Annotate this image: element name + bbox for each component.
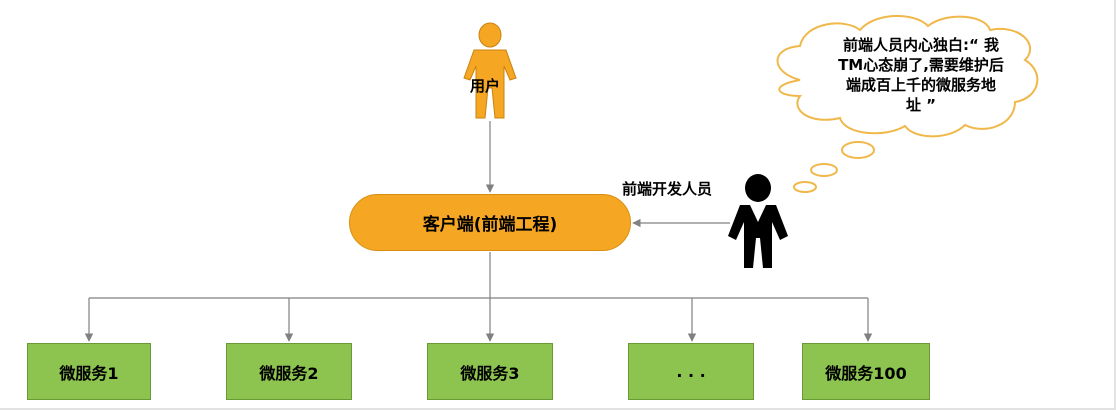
developer-person-icon	[728, 174, 788, 268]
frame-border-bottom	[0, 408, 1116, 410]
thought-line-4: 址 ”	[905, 96, 937, 114]
thought-line-1: 前端人员内心独白:“ 我	[842, 36, 1000, 54]
user-person-icon	[463, 22, 517, 119]
service-node-100: 微服务100	[802, 343, 930, 400]
service-connectors	[84, 252, 873, 342]
service-node-3: 微服务3	[427, 343, 553, 400]
thought-line-2: TM心态崩了,需要维护后	[838, 56, 1004, 74]
user-label: 用户	[470, 77, 501, 95]
service-node-2: 微服务2	[226, 343, 352, 400]
frame-border-right	[1114, 0, 1116, 410]
thought-line-3: 端成百上千的微服务地	[845, 76, 996, 94]
service-node-ellipsis: . . .	[628, 343, 754, 400]
developer-label: 前端开发人员	[622, 180, 713, 198]
client-node: 客户端(前端工程)	[349, 194, 631, 251]
thought-cloud	[776, 15, 1039, 193]
thought-bubble-text: 前端人员内心独白:“ 我 TM心态崩了,需要维护后 端成百上千的微服务地 址 ”	[816, 35, 1026, 115]
service-node-1: 微服务1	[27, 343, 151, 400]
